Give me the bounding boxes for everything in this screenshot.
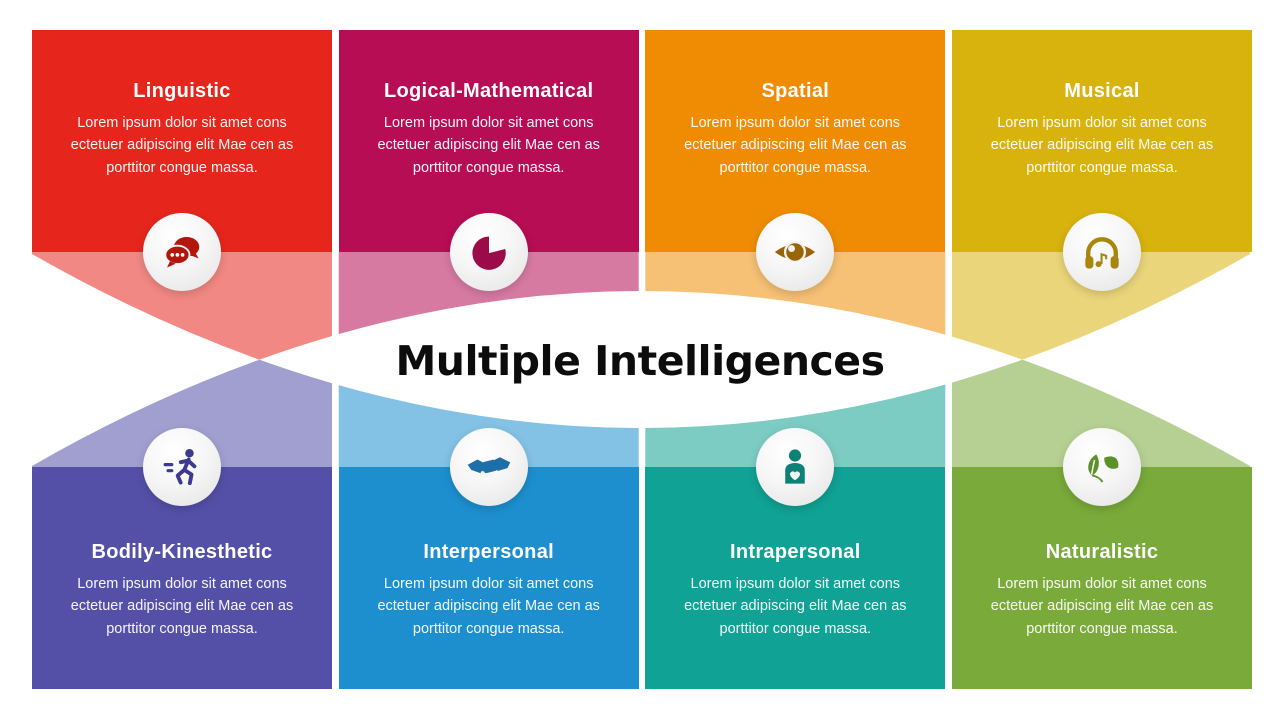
icon-badge-intrapersonal xyxy=(756,428,835,506)
card-title: Naturalistic xyxy=(1045,541,1159,563)
card-description: Lorem ipsum dolor sit amet cons ectetuer… xyxy=(684,576,907,637)
icon-badge-musical xyxy=(1063,213,1141,291)
card-description: Lorem ipsum dolor sit amet cons ectetuer… xyxy=(70,115,294,176)
main-title: Multiple Intelligences xyxy=(395,337,885,385)
card-title: Logical-Mathematical xyxy=(383,80,594,102)
card-description: Lorem ipsum dolor sit amet cons ectetuer… xyxy=(990,576,1214,637)
person-icon xyxy=(785,449,806,484)
card-description: Lorem ipsum dolor sit amet cons ectetuer… xyxy=(684,115,907,176)
icon-badge-logical xyxy=(449,213,528,291)
runner-icon xyxy=(163,448,197,486)
chat-icon xyxy=(164,237,200,268)
card-logical-mathematical: Logical-Mathematical Lorem ipsum dolor s… xyxy=(338,30,639,252)
card-description: Lorem ipsum dolor sit amet cons ectetuer… xyxy=(990,115,1214,176)
card-title: Musical xyxy=(1064,80,1140,102)
card-description: Lorem ipsum dolor sit amet cons ectetuer… xyxy=(70,576,294,637)
card-description: Lorem ipsum dolor sit amet cons ectetuer… xyxy=(377,115,600,176)
card-title: Spatial xyxy=(761,80,830,102)
icon-badge-bodily xyxy=(143,428,221,506)
icon-badge-linguistic xyxy=(143,213,221,291)
icon-badge-naturalistic xyxy=(1063,428,1141,506)
card-title: Intrapersonal xyxy=(729,541,861,563)
icon-badge-interpersonal xyxy=(449,428,528,506)
icon-badge-spatial xyxy=(756,213,835,291)
eye-icon xyxy=(775,240,816,264)
headphones-icon xyxy=(1085,237,1119,269)
card-title: Linguistic xyxy=(133,80,231,102)
card-title: Bodily-Kinesthetic xyxy=(91,541,273,563)
leaf-icon xyxy=(1088,454,1119,483)
pie-chart-icon xyxy=(472,236,506,270)
handshake-icon xyxy=(467,457,510,479)
card-title: Interpersonal xyxy=(423,541,554,563)
card-description: Lorem ipsum dolor sit amet cons ectetuer… xyxy=(377,576,600,637)
